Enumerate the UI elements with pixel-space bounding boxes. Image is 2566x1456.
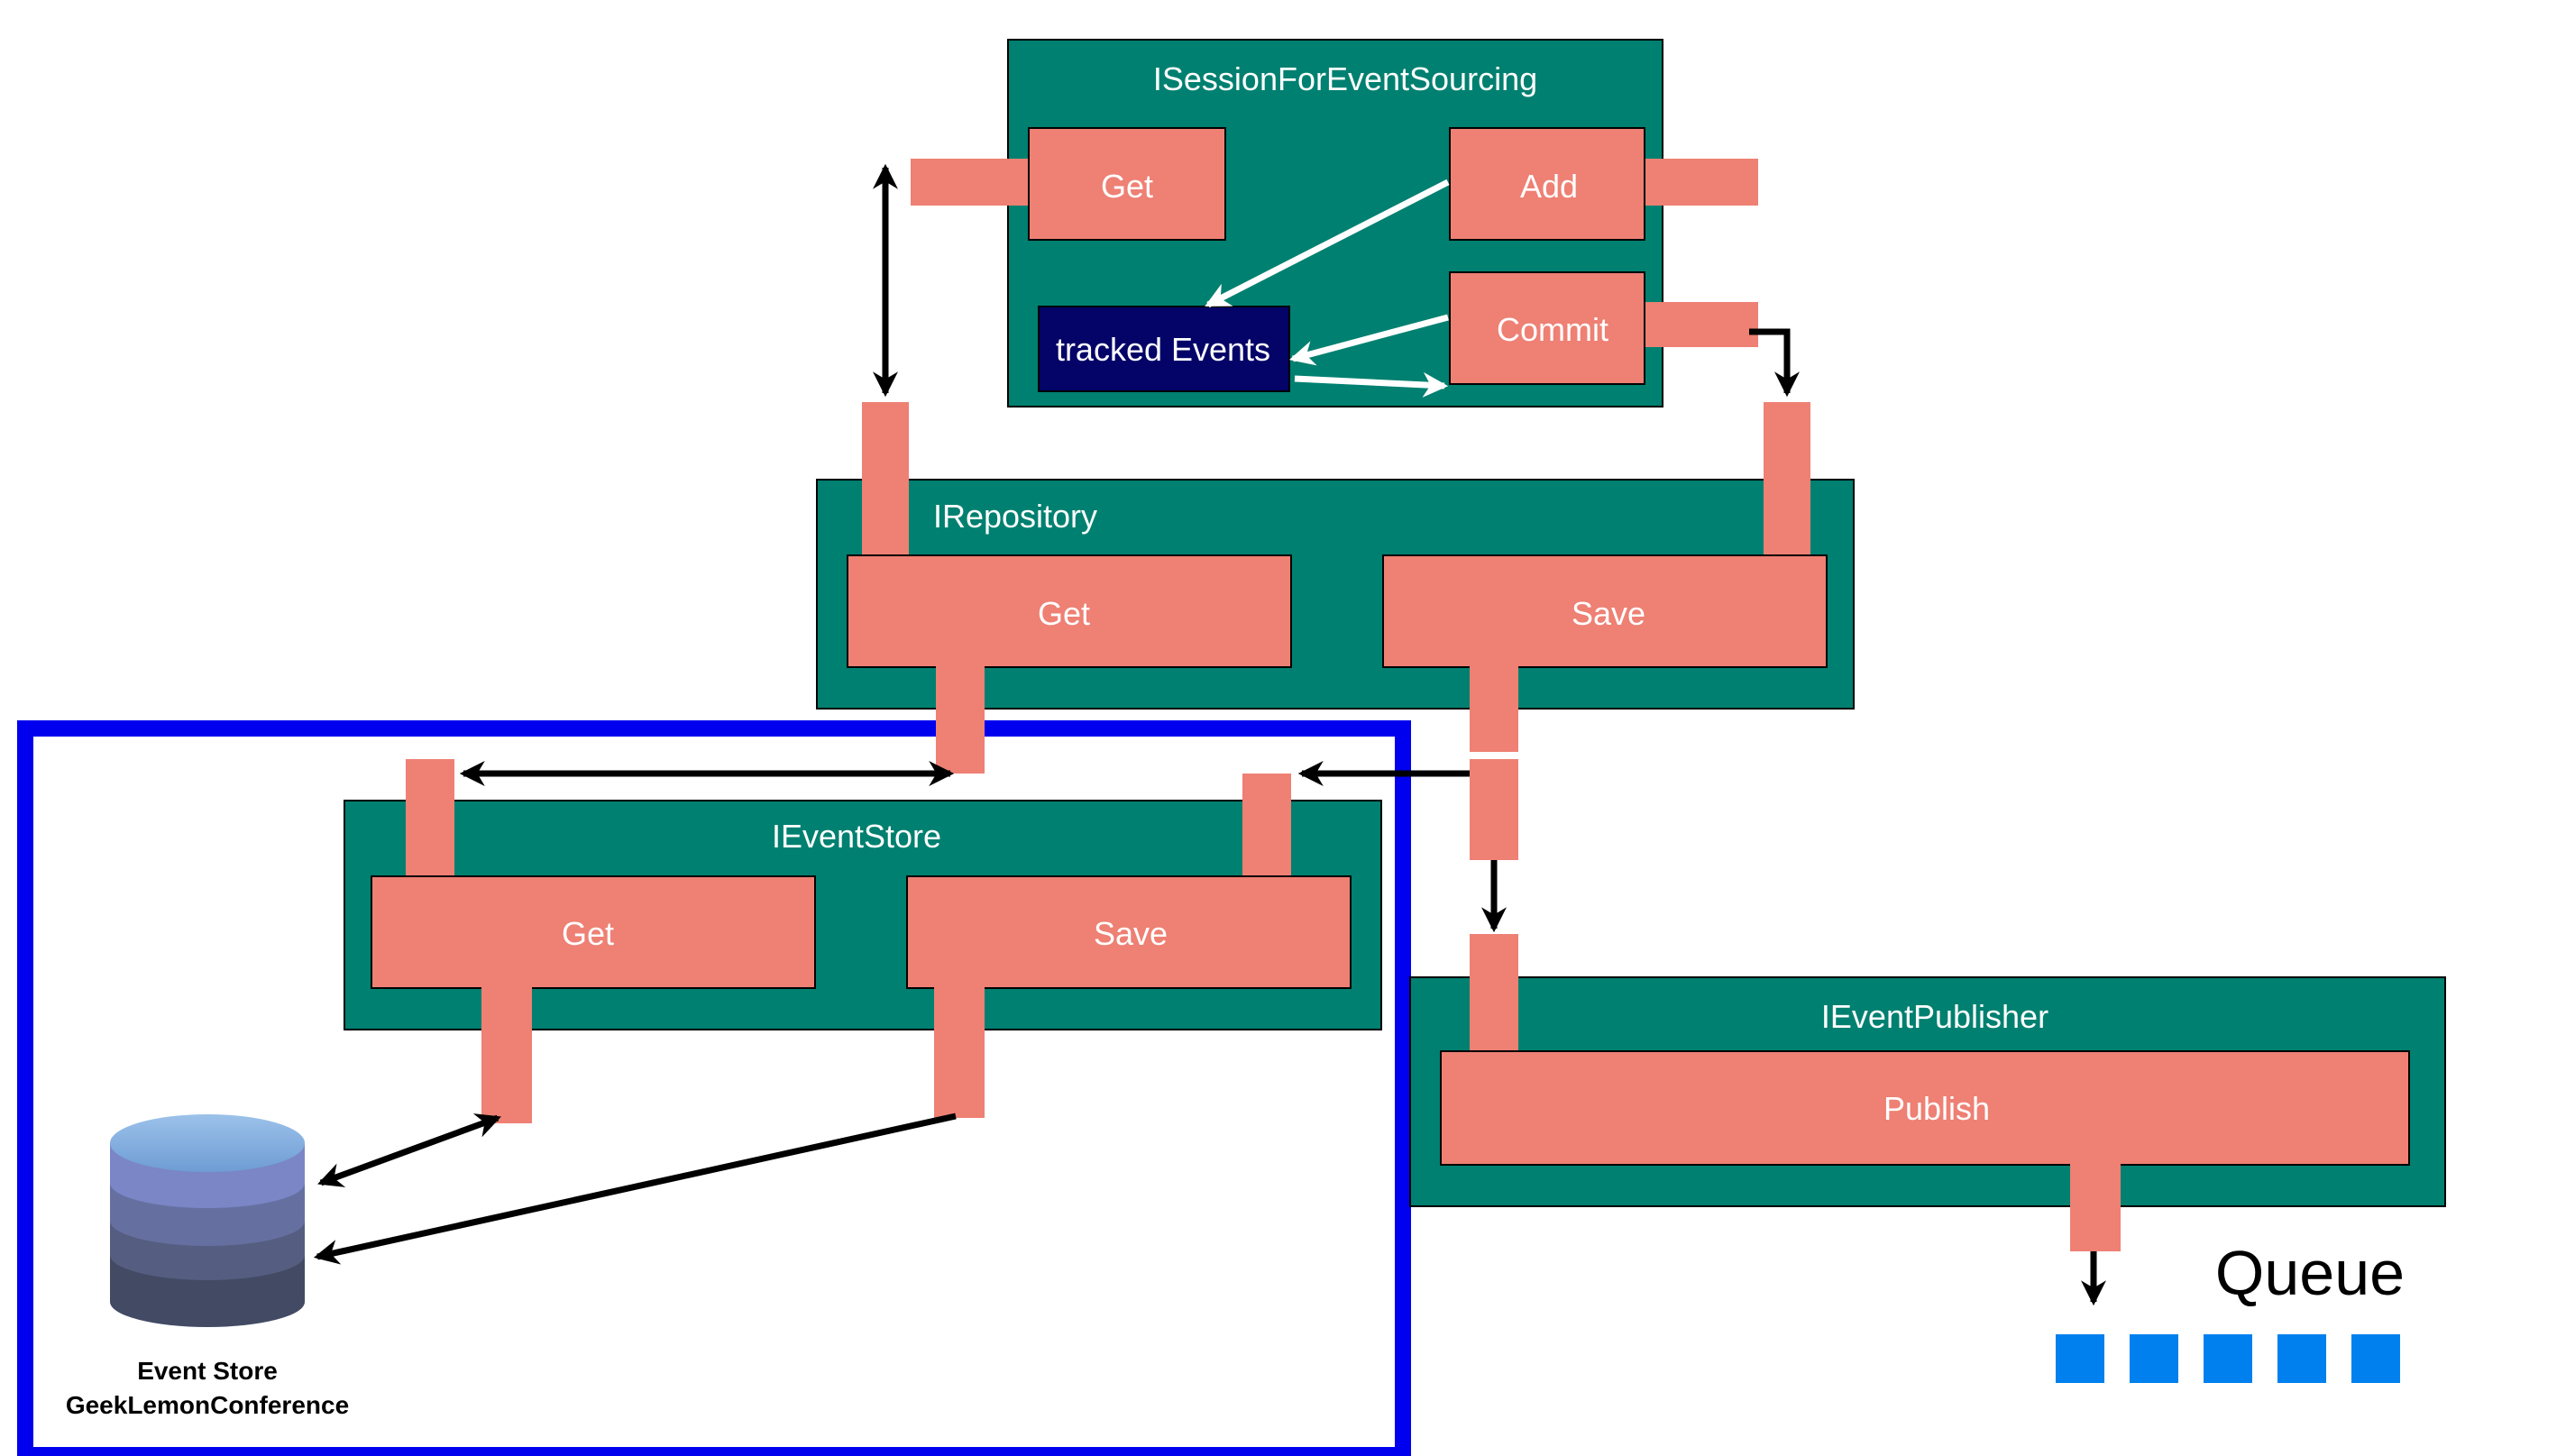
session-add-stub: [1636, 159, 1758, 206]
session-commit-label: Commit: [1497, 311, 1608, 348]
session-commit-stub: [1636, 302, 1758, 347]
publish-label: Publish: [1883, 1090, 1990, 1127]
event-publisher-container: IEventPublisher Publish: [1409, 934, 2446, 1251]
session-get-button[interactable]: [1028, 127, 1226, 241]
queue-label: Queue: [2215, 1238, 2405, 1308]
session-container: ISessionForEventSourcing Get Add Commit …: [911, 39, 1758, 407]
event-store-interface-title: IEventStore: [772, 818, 941, 855]
repository-container: IRepository Get Save: [816, 402, 1855, 860]
event-store-db-label-line1: Event Store: [137, 1357, 278, 1385]
repository-save-top-stub: [1764, 402, 1810, 559]
queue-item: [2351, 1334, 2400, 1383]
event-store-interface-container: IEventStore Get Save: [344, 759, 1382, 1123]
commit-to-repository-save-arrow: [1749, 328, 1800, 398]
event-publisher-top-stub: [1470, 934, 1518, 1055]
repository-get-top-stub: [862, 402, 909, 559]
event-store-get-label: Get: [562, 915, 614, 952]
session-title: ISessionForEventSourcing: [1153, 60, 1537, 97]
event-publisher-title: IEventPublisher: [1821, 998, 2048, 1035]
event-store-save-top-stub: [1242, 774, 1291, 882]
session-get-label: Get: [1101, 168, 1153, 205]
queue-item: [2130, 1334, 2178, 1383]
session-get-stub: [911, 159, 1031, 206]
repository-get-bottom-stub: [936, 665, 985, 774]
event-store-db-label-line2: GeekLemonConference: [66, 1391, 349, 1419]
repository-get-button[interactable]: [847, 554, 1292, 668]
event-store-get-bottom-stub: [481, 986, 532, 1123]
session-add-label: Add: [1520, 168, 1578, 205]
repository-save-label: Save: [1572, 595, 1645, 632]
queue-item: [2204, 1334, 2252, 1383]
tracked-events-label: tracked Events: [1056, 331, 1270, 368]
tracked-events-box: [1038, 306, 1290, 392]
event-store-get-top-stub: [406, 759, 454, 882]
add-to-tracked-events-arrow: [1205, 179, 1450, 308]
repository-get-label: Get: [1038, 595, 1090, 632]
repository-save-bottom-stub-2: [1470, 759, 1518, 860]
event-store-save-label: Save: [1094, 915, 1168, 952]
publish-bottom-stub: [2070, 1163, 2121, 1251]
event-store-save-to-database-arrow: [313, 1113, 957, 1265]
event-store-save-bottom-stub: [934, 986, 985, 1118]
repository-save-bottom-stub: [1470, 665, 1518, 752]
commit-tracked-events-arrow-1: [1288, 314, 1449, 366]
event-store-get-button[interactable]: [371, 875, 816, 989]
database-cylinder-icon: [110, 1114, 305, 1327]
publish-button[interactable]: [1440, 1050, 2410, 1166]
event-store-highlight-frame: [17, 720, 1411, 1456]
queue-items: [2056, 1334, 2400, 1383]
event-store-save-button[interactable]: [906, 875, 1352, 989]
session-commit-button[interactable]: [1449, 271, 1645, 385]
queue-item: [2277, 1334, 2326, 1383]
commit-tracked-events-arrow-2: [1294, 371, 1449, 398]
session-add-button[interactable]: [1449, 127, 1645, 241]
queue-item: [2056, 1334, 2104, 1383]
repository-title: IRepository: [933, 498, 1097, 535]
repository-save-button[interactable]: [1382, 554, 1828, 668]
event-store-get-database-arrow: [317, 1113, 501, 1187]
